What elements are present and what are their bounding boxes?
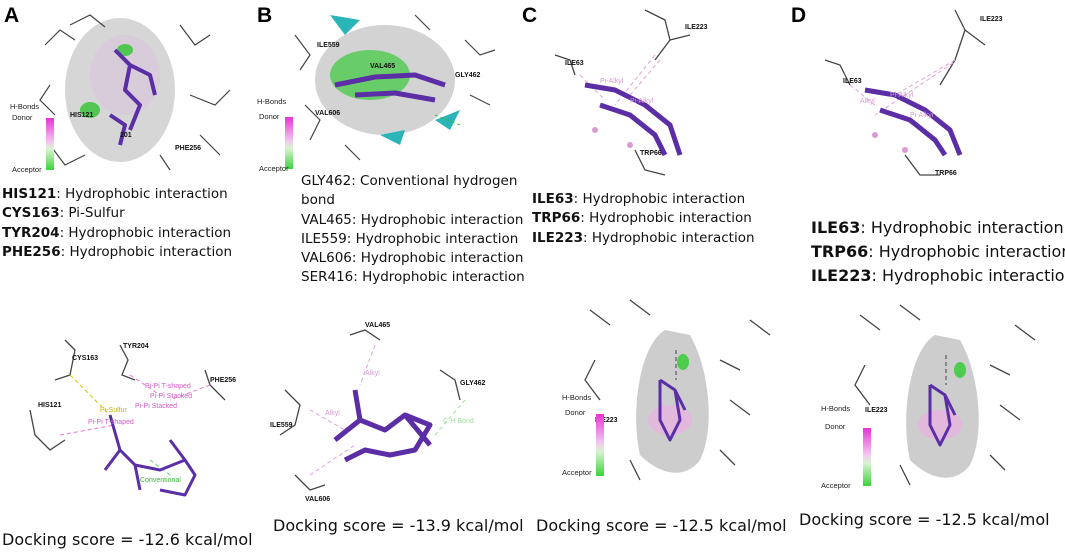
panel-label-b: B (257, 4, 273, 27)
label-201: 201 (120, 132, 132, 139)
interaction-item: ILE63: Hydrophobic interaction (532, 191, 746, 207)
hbond-legend-acceptor: Acceptor (259, 164, 289, 173)
label-gly462: GLY462 (455, 72, 481, 79)
label-ile223: ILE223 (595, 417, 618, 424)
hbond-legend-acceptor: Acceptor (12, 165, 42, 174)
label-his121: HIS121 (70, 112, 93, 119)
panel-label-d: D (791, 4, 807, 27)
panel-d-bottom-3d-view: ILE223 (854, 304, 1036, 486)
label-ile223: ILE223 (685, 24, 708, 31)
label-pi-pi-t-shaped: Pi-Pi T-shaped (88, 419, 134, 426)
label-alkyl: Alkyl (860, 98, 875, 105)
label-ile63: ILE63 (843, 78, 862, 85)
label-ile223: ILE223 (980, 16, 1003, 23)
label-alkyl: Alkyl (365, 370, 380, 377)
label-pi-pi-stacked: Pi-Pi Stacked (135, 403, 177, 410)
label-phe256: PHE256 (175, 145, 201, 152)
panel-a-top-3d-view: HIS121 PHE256 201 (39, 14, 231, 171)
panel-c: C ILE63 ILE223 TRP66 Pi-Alkyl Pi-Alkyl I… (522, 0, 795, 552)
interaction-item: TRP66: Hydrophobic interaction (532, 210, 752, 227)
hbond-gradient-bar (46, 118, 54, 170)
hbond-legend-donor: Donor (259, 112, 280, 121)
label-pi-alkyl: Pi-Alkyl (910, 112, 934, 119)
label-pi-alkyl: Pi-Alkyl (630, 98, 654, 105)
label-tyr204: TYR204 (123, 343, 149, 350)
interaction-item: VAL606: Hydrophobic interaction (301, 250, 524, 267)
docking-score-c: Docking score = -12.5 kcal/mol (536, 516, 787, 535)
label-conventional: Conventional (140, 477, 181, 484)
label-ile63: ILE63 (565, 60, 584, 67)
interaction-item: ILE559: Hydrophobic interaction (301, 230, 519, 247)
label-val465: VAL465 (365, 322, 390, 329)
label-pi-alkyl: Pi-Alkyl (600, 78, 624, 85)
hbond-gradient-bar (863, 428, 871, 486)
label-pi-alkyl: Pi-Alkyl (890, 92, 914, 99)
panel-b-2d-interaction-view: VAL465 GLY462 ILE559 VAL606 Alkyl Alkyl … (270, 322, 486, 503)
interaction-item: TYR204: Hydrophobic interaction (2, 224, 232, 241)
interaction-list-d: ILE63: Hydrophobic interaction TRP66: Hy… (811, 216, 1065, 288)
label-pi-pi-t-shaped: Pi-Pi T-shaped (145, 383, 191, 390)
hbond-gradient-bar (285, 117, 293, 169)
hbond-legend-title: H-Bonds (10, 102, 40, 111)
docking-score-d: Docking score = -12.5 kcal/mol (799, 510, 1050, 529)
interaction-list-c: ILE63: Hydrophobic interaction TRP66: Hy… (532, 190, 772, 248)
panel-b-top-3d-view: ILE559 VAL465 GLY462 VAL606 (294, 14, 496, 161)
label-ile559: ILE559 (317, 42, 340, 49)
panel-a: A HIS121 PHE256 201 H-Bonds Donor Accept… (0, 0, 265, 552)
label-pi-sulfur: Pi-Sulfur (100, 407, 128, 414)
docking-score-b: Docking score = -13.9 kcal/mol (273, 516, 524, 535)
panel-label-c: C (522, 4, 538, 27)
hbond-legend-acceptor: Acceptor (562, 468, 592, 477)
label-trp66: TRP66 (935, 170, 957, 177)
panel-d: D ILE63 ILE223 TRP66 Alkyl Pi-Alkyl Pi-A… (791, 0, 1065, 552)
interaction-item: ILE223: Hydrophobic interaction (532, 229, 755, 246)
hbond-legend-donor: Donor (565, 408, 586, 417)
interaction-item: TRP66: Hydrophobic interaction (811, 242, 1065, 261)
interaction-list-a: HIS121: Hydrophobic interaction CYS163: … (2, 185, 232, 262)
interaction-list-b: GLY462: Conventional hydrogen bond VAL46… (301, 172, 526, 288)
hbond-legend-donor: Donor (12, 113, 33, 122)
label-his121: HIS121 (38, 402, 61, 409)
interaction-item: SER416: Hydrophobic interaction (301, 269, 525, 286)
hbond-legend-acceptor: Acceptor (821, 481, 851, 490)
label-val465: VAL465 (370, 63, 395, 70)
panel-c-bottom-3d-view: ILE223 (584, 299, 771, 481)
hbond-legend-title: H-Bonds (562, 393, 592, 402)
label-val606: VAL606 (305, 496, 330, 503)
label-alkyl: Alkyl (325, 410, 340, 417)
label-c-h-bond: C-H Bond (443, 418, 474, 425)
interaction-item: CYS163: Pi-Sulfur (2, 205, 125, 222)
label-val606: VAL606 (315, 110, 340, 117)
label-ile559: ILE559 (270, 422, 293, 429)
hbond-gradient-bar (596, 414, 604, 476)
panel-c-top-3d-view: ILE63 ILE223 TRP66 Pi-Alkyl Pi-Alkyl (554, 9, 708, 176)
panel-b: B ILE559 VAL465 GLY462 VAL606 H-Bonds Do… (257, 0, 530, 552)
hbond-legend-title: H-Bonds (257, 97, 287, 106)
hbond-legend-donor: Donor (825, 422, 846, 431)
label-cys163: CYS163 (72, 355, 98, 362)
interaction-item: ILE223: Hydrophobic interaction (811, 266, 1065, 285)
interaction-item: ILE63: Hydrophobic interaction (811, 218, 1064, 237)
interaction-item: HIS121: Hydrophobic interaction (2, 186, 228, 202)
docking-score-a: Docking score = -12.6 kcal/mol (2, 530, 253, 549)
label-ile223: ILE223 (865, 407, 888, 414)
label-phe256: PHE256 (210, 377, 236, 384)
label-gly462: GLY462 (460, 380, 486, 387)
label-pi-pi-stacked: Pi-Pi Stacked (150, 393, 192, 400)
panel-a-2d-interaction-view: CYS163 TYR204 PHE256 HIS121 Pi-Sulfur Pi… (29, 339, 236, 497)
panel-d-top-3d-view: ILE63 ILE223 TRP66 Alkyl Pi-Alkyl Pi-Alk… (824, 9, 1003, 177)
label-trp66: TRP66 (640, 150, 662, 157)
interaction-item: VAL465: Hydrophobic interaction (301, 211, 524, 228)
interaction-item: GLY462: Conventional hydrogen bond (301, 173, 518, 209)
interaction-item: PHE256: Hydrophobic interaction (2, 243, 233, 260)
hbond-legend-title: H-Bonds (821, 404, 851, 413)
panel-label-a: A (4, 4, 20, 27)
